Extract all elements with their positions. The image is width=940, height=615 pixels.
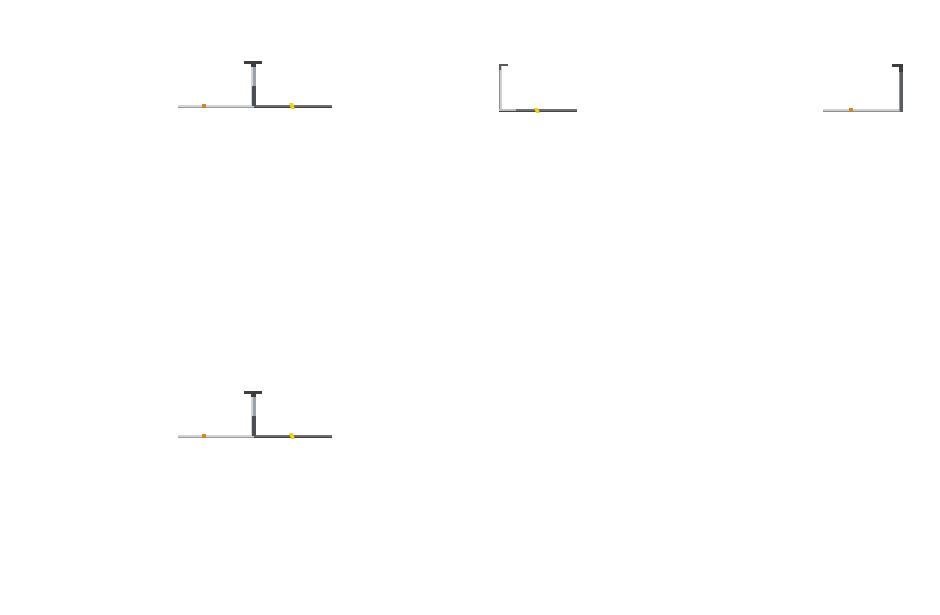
- pipe-tee-icon: [176, 58, 334, 116]
- pipe-elbow-right-icon: [821, 60, 905, 116]
- pipe-elbow-left-icon: [496, 60, 580, 116]
- pipe-tee-icon: [176, 388, 334, 446]
